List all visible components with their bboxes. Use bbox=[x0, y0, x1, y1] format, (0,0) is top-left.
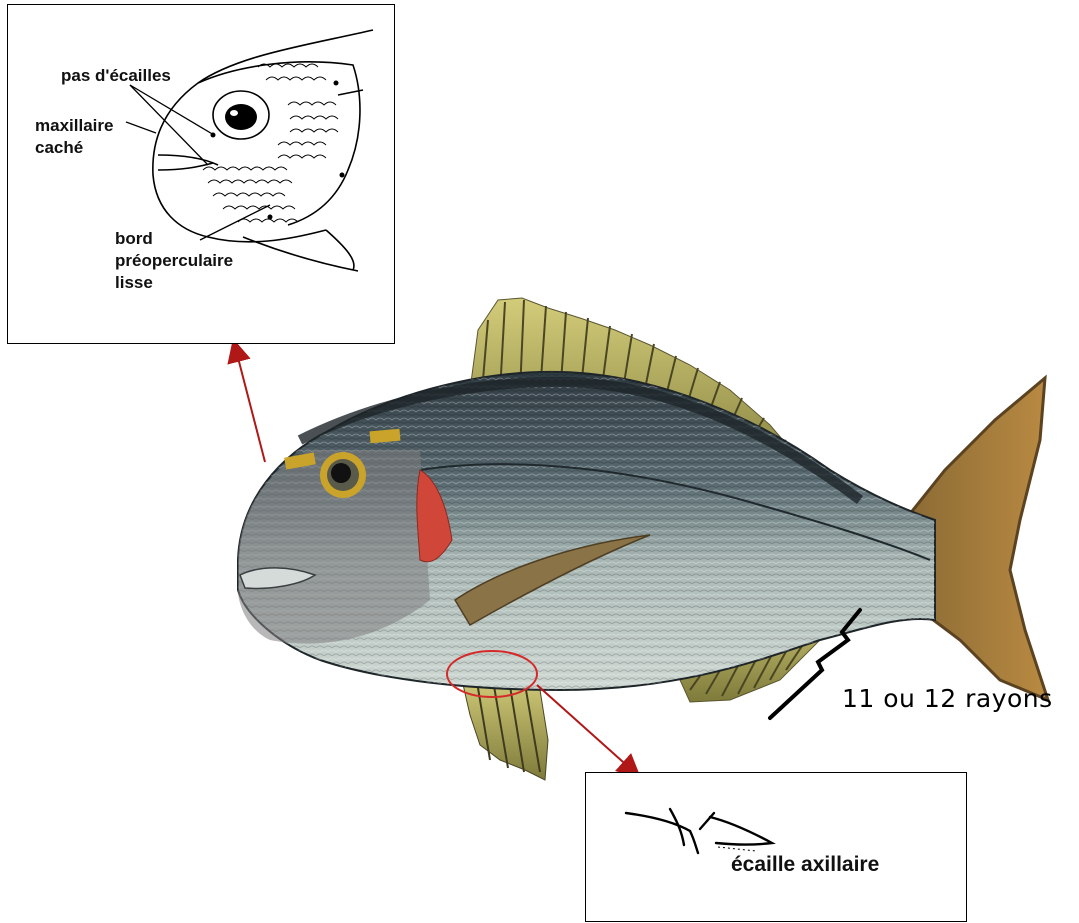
head-inset: pas d'écailles maxillaire caché bord pré… bbox=[7, 4, 395, 344]
label-maxillary-line2: caché bbox=[35, 138, 83, 157]
axillary-sketch bbox=[586, 773, 968, 923]
head-sketch bbox=[8, 5, 396, 345]
label-maxillary-line1: maxillaire bbox=[35, 116, 113, 135]
fish-eye bbox=[320, 452, 366, 498]
arrow-to-axillary-inset bbox=[537, 685, 632, 770]
pelvic-fin bbox=[462, 676, 548, 780]
label-preopercle-line2: préoperculaire bbox=[115, 251, 233, 270]
label-preopercle: bord préoperculaire lisse bbox=[115, 228, 233, 294]
label-scales: pas d'écailles bbox=[61, 65, 171, 87]
label-preopercle-line3: lisse bbox=[115, 273, 153, 292]
label-maxillary: maxillaire caché bbox=[35, 115, 113, 159]
axillary-scale-label: écaille axillaire bbox=[731, 853, 879, 877]
fin-ray-count-label: 11 ou 12 rayons bbox=[842, 684, 1053, 713]
label-preopercle-line1: bord bbox=[115, 229, 153, 248]
axillary-inset: écaille axillaire bbox=[585, 772, 967, 922]
arrow-to-head-inset bbox=[236, 350, 265, 462]
